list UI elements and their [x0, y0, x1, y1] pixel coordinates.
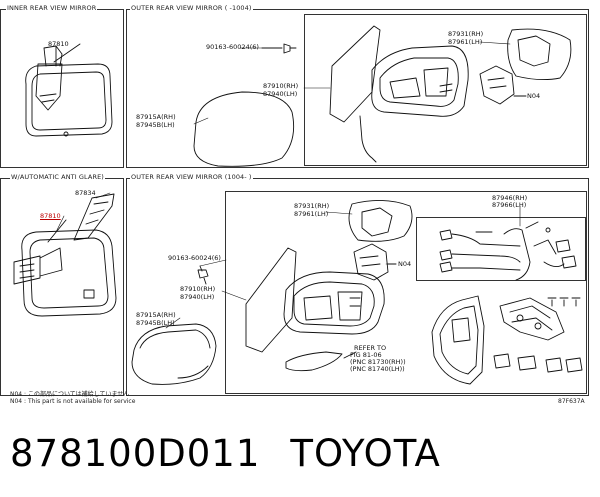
footer-line: 878100D011 TOYOTA: [10, 432, 441, 476]
leader-lines: [55, 41, 521, 329]
section-title-inner: INNER REAR VIEW MIRROR: [6, 4, 98, 12]
label-87931-bottom: 87931(RH): [294, 202, 330, 210]
outer-mirror-top-inner-frame: [304, 14, 587, 166]
label-refer-4: (PNC 81740(LH)): [350, 365, 405, 373]
label-87945b-top: 87945B(LH): [136, 121, 175, 129]
label-87910-bottom: 87910(RH): [180, 285, 216, 293]
section-title-outer-top: OUTER REAR VIEW MIRROR ( -1004): [130, 4, 253, 12]
bracket-assembly-drawing: [431, 295, 583, 385]
note-n04-japanese: N04 : この部品については補給していません: [10, 391, 130, 398]
label-87966: 87966(LH): [492, 201, 527, 209]
top-mirror-glass-drawing: [193, 91, 295, 167]
bottom-bolt-drawing: [197, 265, 209, 285]
label-refer-1: REFER TO: [354, 344, 387, 352]
label-87931-top: 87931(RH): [448, 30, 484, 38]
diagram-code: 87F637A: [558, 398, 585, 405]
section-title-outer-bottom: OUTER REAR VIEW MIRROR (1004- ): [130, 173, 253, 181]
label-n04-bottom: N04: [398, 260, 412, 268]
top-bolt-drawing: [261, 43, 297, 54]
inner-mirror-drawing: [25, 43, 113, 137]
label-87940-top: 87940(LH): [263, 90, 298, 98]
footer-brand: TOYOTA: [290, 432, 441, 475]
label-87940-bottom: 87940(LH): [180, 293, 215, 301]
outer-mirror-top-frame: [126, 9, 589, 168]
label-bolt-bottom: 90163-60024(6): [168, 254, 221, 262]
top-87931-drawing: [507, 28, 572, 81]
wiring-harness-drawing: [439, 221, 577, 281]
bottom-mirror-glass-drawing: [131, 323, 217, 385]
label-n04-top: N04: [527, 92, 541, 100]
top-mirror-assembly-drawing: [329, 25, 469, 163]
label-87915a-bottom: 87915A(RH): [136, 311, 176, 319]
label-87946: 87946(RH): [492, 194, 528, 202]
section-title-auto: W/AUTOMATIC ANTI GLARE): [10, 173, 105, 181]
footer-part-number: 878100D011: [10, 432, 261, 475]
note-n04-english: N04 : This part is not available for ser…: [10, 398, 136, 405]
bottom-87931-drawing: [348, 200, 413, 242]
top-n04-drawing: [479, 65, 527, 105]
label-87945b-bottom: 87945B(LH): [136, 319, 175, 327]
label-87961-top: 87961(LH): [448, 38, 483, 46]
label-refer-2: FIG 81-06: [350, 351, 382, 359]
label-87834: 87834: [75, 189, 96, 197]
wiring-subframe: [416, 217, 586, 281]
label-87915a-top: 87915A(RH): [136, 113, 176, 121]
label-bolt-top: 90163-60024(6): [206, 43, 259, 51]
label-87810-auto: 87810: [40, 212, 61, 220]
auto-mirror-drawing: [13, 193, 117, 317]
bottom-n04-drawing: [353, 243, 397, 281]
label-87961-bottom: 87961(LH): [294, 210, 329, 218]
label-87910-top: 87910(RH): [263, 82, 299, 90]
label-87810-inner: 87810: [48, 40, 69, 48]
bottom-mirror-assembly-drawing: [245, 247, 385, 372]
outer-mirror-bottom-frame: [126, 178, 589, 396]
label-refer-3: (PNC 81730(RH)): [350, 358, 406, 366]
